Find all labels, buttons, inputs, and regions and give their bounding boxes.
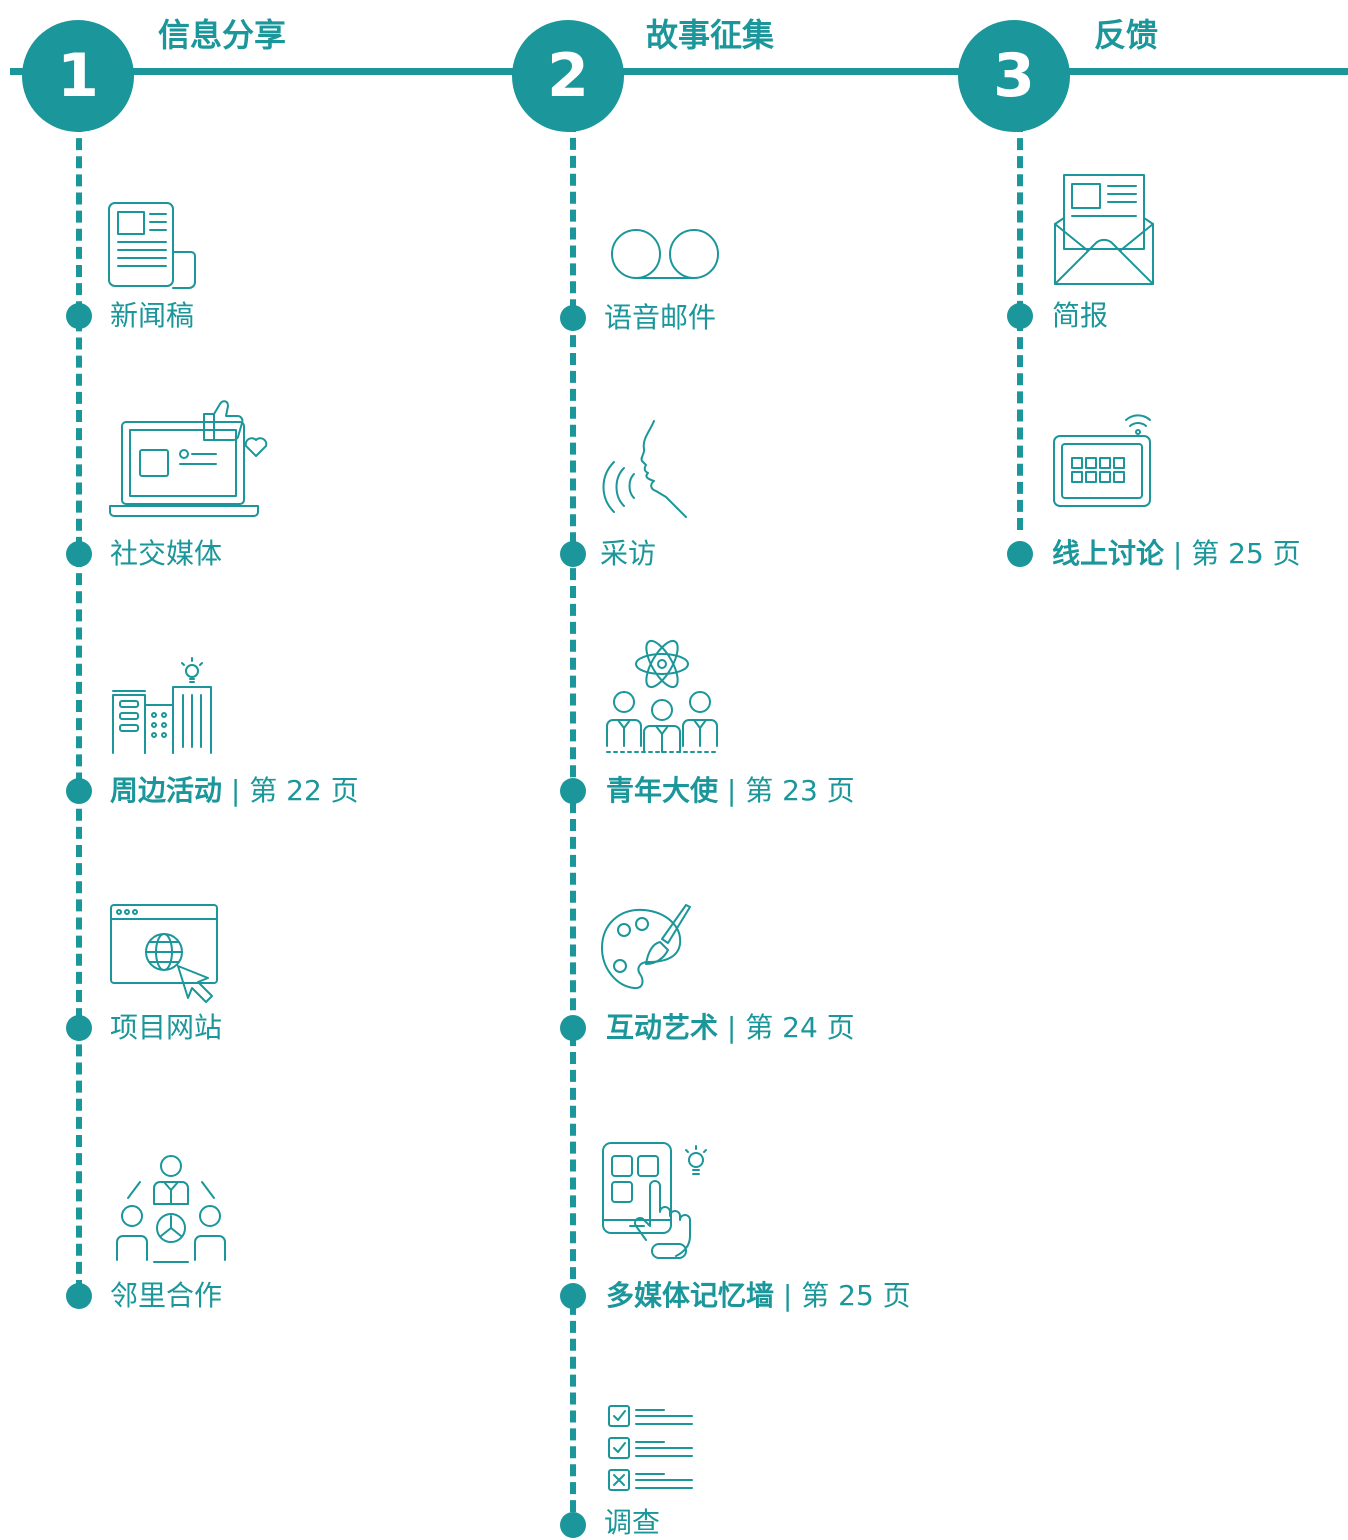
item-dot xyxy=(560,305,586,331)
item-dot xyxy=(560,541,586,567)
palette-brush-icon xyxy=(600,902,692,992)
item-dot xyxy=(66,1283,92,1309)
item-dot xyxy=(560,778,586,804)
item-dot xyxy=(66,1015,92,1041)
item-social-media: 社交媒体 xyxy=(110,537,223,570)
speaking-face-icon xyxy=(600,418,692,520)
item-dot xyxy=(1007,303,1033,329)
item-dot xyxy=(560,1512,586,1538)
checklist-icon xyxy=(606,1400,694,1496)
item-interview: 采访 xyxy=(600,537,657,570)
item-dot xyxy=(560,1283,586,1309)
item-dot xyxy=(66,303,92,329)
item-dot xyxy=(66,541,92,567)
item-project-website: 项目网站 xyxy=(110,1011,223,1044)
item-voicemail: 语音邮件 xyxy=(604,301,717,334)
column-1-line xyxy=(76,120,82,1292)
step-2-title: 故事征集 xyxy=(646,16,775,54)
item-multimedia-wall: 多媒体记忆墙 | 第 25 页 xyxy=(606,1279,911,1312)
newspaper-icon xyxy=(106,200,198,290)
item-neighborhood-collab: 邻里合作 xyxy=(110,1279,223,1312)
people-network-icon xyxy=(114,1152,230,1268)
item-youth-ambassador: 青年大使 | 第 23 页 xyxy=(606,774,855,807)
browser-globe-cursor-icon xyxy=(108,902,220,1006)
item-press-release: 新闻稿 xyxy=(110,299,195,332)
item-interactive-art: 互动艺术 | 第 24 页 xyxy=(606,1011,855,1044)
item-dot xyxy=(560,1015,586,1041)
laptop-like-heart-icon xyxy=(106,398,272,522)
step-2-badge: 2 xyxy=(512,20,624,132)
item-local-events: 周边活动 | 第 22 页 xyxy=(110,774,359,807)
keyboard-screen-wifi-icon xyxy=(1050,408,1154,512)
header-line xyxy=(10,68,1348,75)
youth-group-atom-icon xyxy=(604,634,722,756)
item-newsletter: 简报 xyxy=(1052,299,1109,332)
envelope-letter-icon xyxy=(1052,172,1156,288)
item-survey: 调查 xyxy=(604,1506,661,1539)
step-1-title: 信息分享 xyxy=(158,16,287,54)
step-3-badge: 3 xyxy=(958,20,1070,132)
buildings-lightbulb-icon xyxy=(110,655,216,755)
item-online-discussion: 线上讨论 | 第 25 页 xyxy=(1052,537,1301,570)
step-1-badge: 1 xyxy=(22,20,134,132)
item-dot xyxy=(66,778,92,804)
voicemail-icon xyxy=(608,226,724,284)
item-dot xyxy=(1007,541,1033,567)
column-2-line xyxy=(570,120,576,1530)
step-3-title: 反馈 xyxy=(1094,16,1159,54)
touchscreen-hand-icon xyxy=(600,1140,716,1262)
